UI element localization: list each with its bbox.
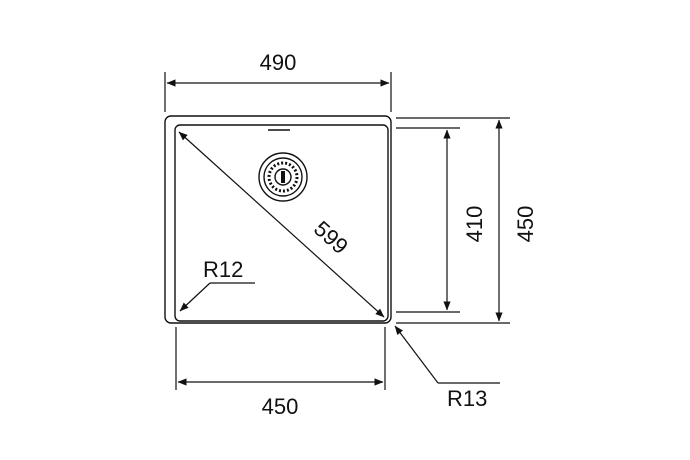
inner-width-dimension	[175, 327, 386, 390]
outer-radius-leader	[394, 325, 500, 384]
overall-width-label: 490	[260, 50, 297, 75]
overall-depth-dimension	[396, 117, 510, 324]
diagonal-label: 599	[309, 216, 353, 259]
outer-radius-label: R13	[447, 386, 487, 411]
sink-outer-outline	[164, 115, 392, 324]
inner-radius-leader	[179, 282, 255, 312]
diagonal-dimension-line	[178, 131, 385, 318]
sink-inner-bowl-outline	[174, 124, 389, 322]
drain-strainer	[258, 152, 308, 202]
inner-depth-dimension	[396, 127, 460, 313]
overall-depth-label: 450	[513, 206, 538, 243]
inner-depth-label: 410	[462, 206, 487, 243]
overall-width-dimension	[164, 72, 392, 112]
inner-radius-label: R12	[203, 257, 243, 282]
inner-width-label: 450	[262, 394, 299, 419]
